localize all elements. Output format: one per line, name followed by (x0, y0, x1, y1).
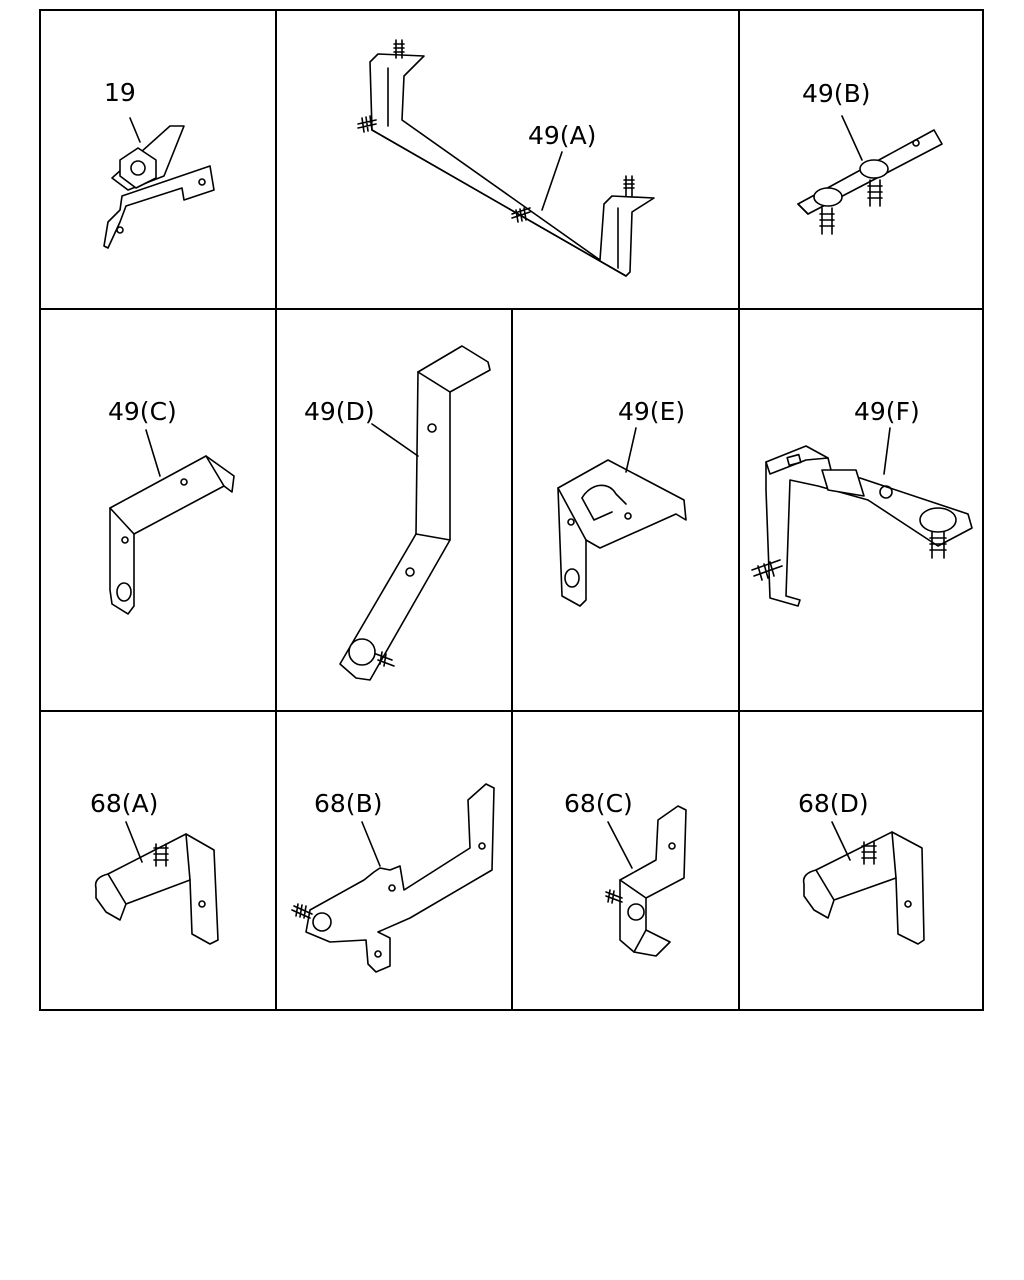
grid-frame (39, 9, 984, 1011)
leader-49e (625, 427, 637, 473)
leader-49d (371, 423, 419, 457)
leader-68c (607, 821, 633, 869)
cell-part-68b: 68(B) (291, 783, 495, 973)
callout-49b: 49(B) (802, 79, 870, 108)
callout-68c: 68(C) (564, 789, 633, 818)
cell-part-49f: 49(F) (751, 397, 973, 607)
leader-49f (883, 427, 891, 475)
part-49b-bracket (797, 129, 943, 235)
callout-49e: 49(E) (618, 397, 685, 426)
callout-68a: 68(A) (90, 789, 158, 818)
cell-part-49a: 49(A) (357, 39, 655, 277)
part-49a-bracket (357, 39, 655, 277)
part-49c-bracket (109, 455, 235, 615)
cell-part-49c: 49(C) (108, 397, 235, 615)
callout-49a: 49(A) (528, 121, 596, 150)
callout-68b: 68(B) (314, 789, 382, 818)
callout-49f: 49(F) (854, 397, 920, 426)
cell-part-19: 19 (103, 78, 215, 249)
callout-19: 19 (104, 78, 136, 107)
callout-49c: 49(C) (108, 397, 177, 426)
part-68b-bracket (291, 783, 495, 973)
leader-68b (361, 821, 381, 867)
cell-part-49d: 49(D) (304, 345, 491, 681)
part-49f-bracket (751, 445, 973, 607)
leader-19 (129, 117, 141, 143)
leader-49a (541, 151, 563, 211)
leader-49c (145, 429, 161, 477)
cell-part-68c: 68(C) (564, 789, 687, 957)
callout-68d: 68(D) (798, 789, 869, 818)
part-68c-bracket (605, 805, 687, 957)
part-49d-bracket (339, 345, 491, 681)
part-19-bracket (103, 125, 215, 249)
callout-49d: 49(D) (304, 397, 375, 426)
leader-49b (841, 115, 863, 161)
part-68d-bracket (802, 831, 925, 945)
part-68a-bracket (94, 833, 219, 945)
leader-68d (831, 821, 851, 861)
cell-part-49b: 49(B) (797, 79, 943, 235)
cell-part-68a: 68(A) (90, 789, 219, 945)
part-49e-bracket (557, 459, 687, 607)
cell-part-49e: 49(E) (557, 397, 687, 607)
leader-68a (125, 821, 143, 863)
cell-part-68d: 68(D) (798, 789, 925, 945)
